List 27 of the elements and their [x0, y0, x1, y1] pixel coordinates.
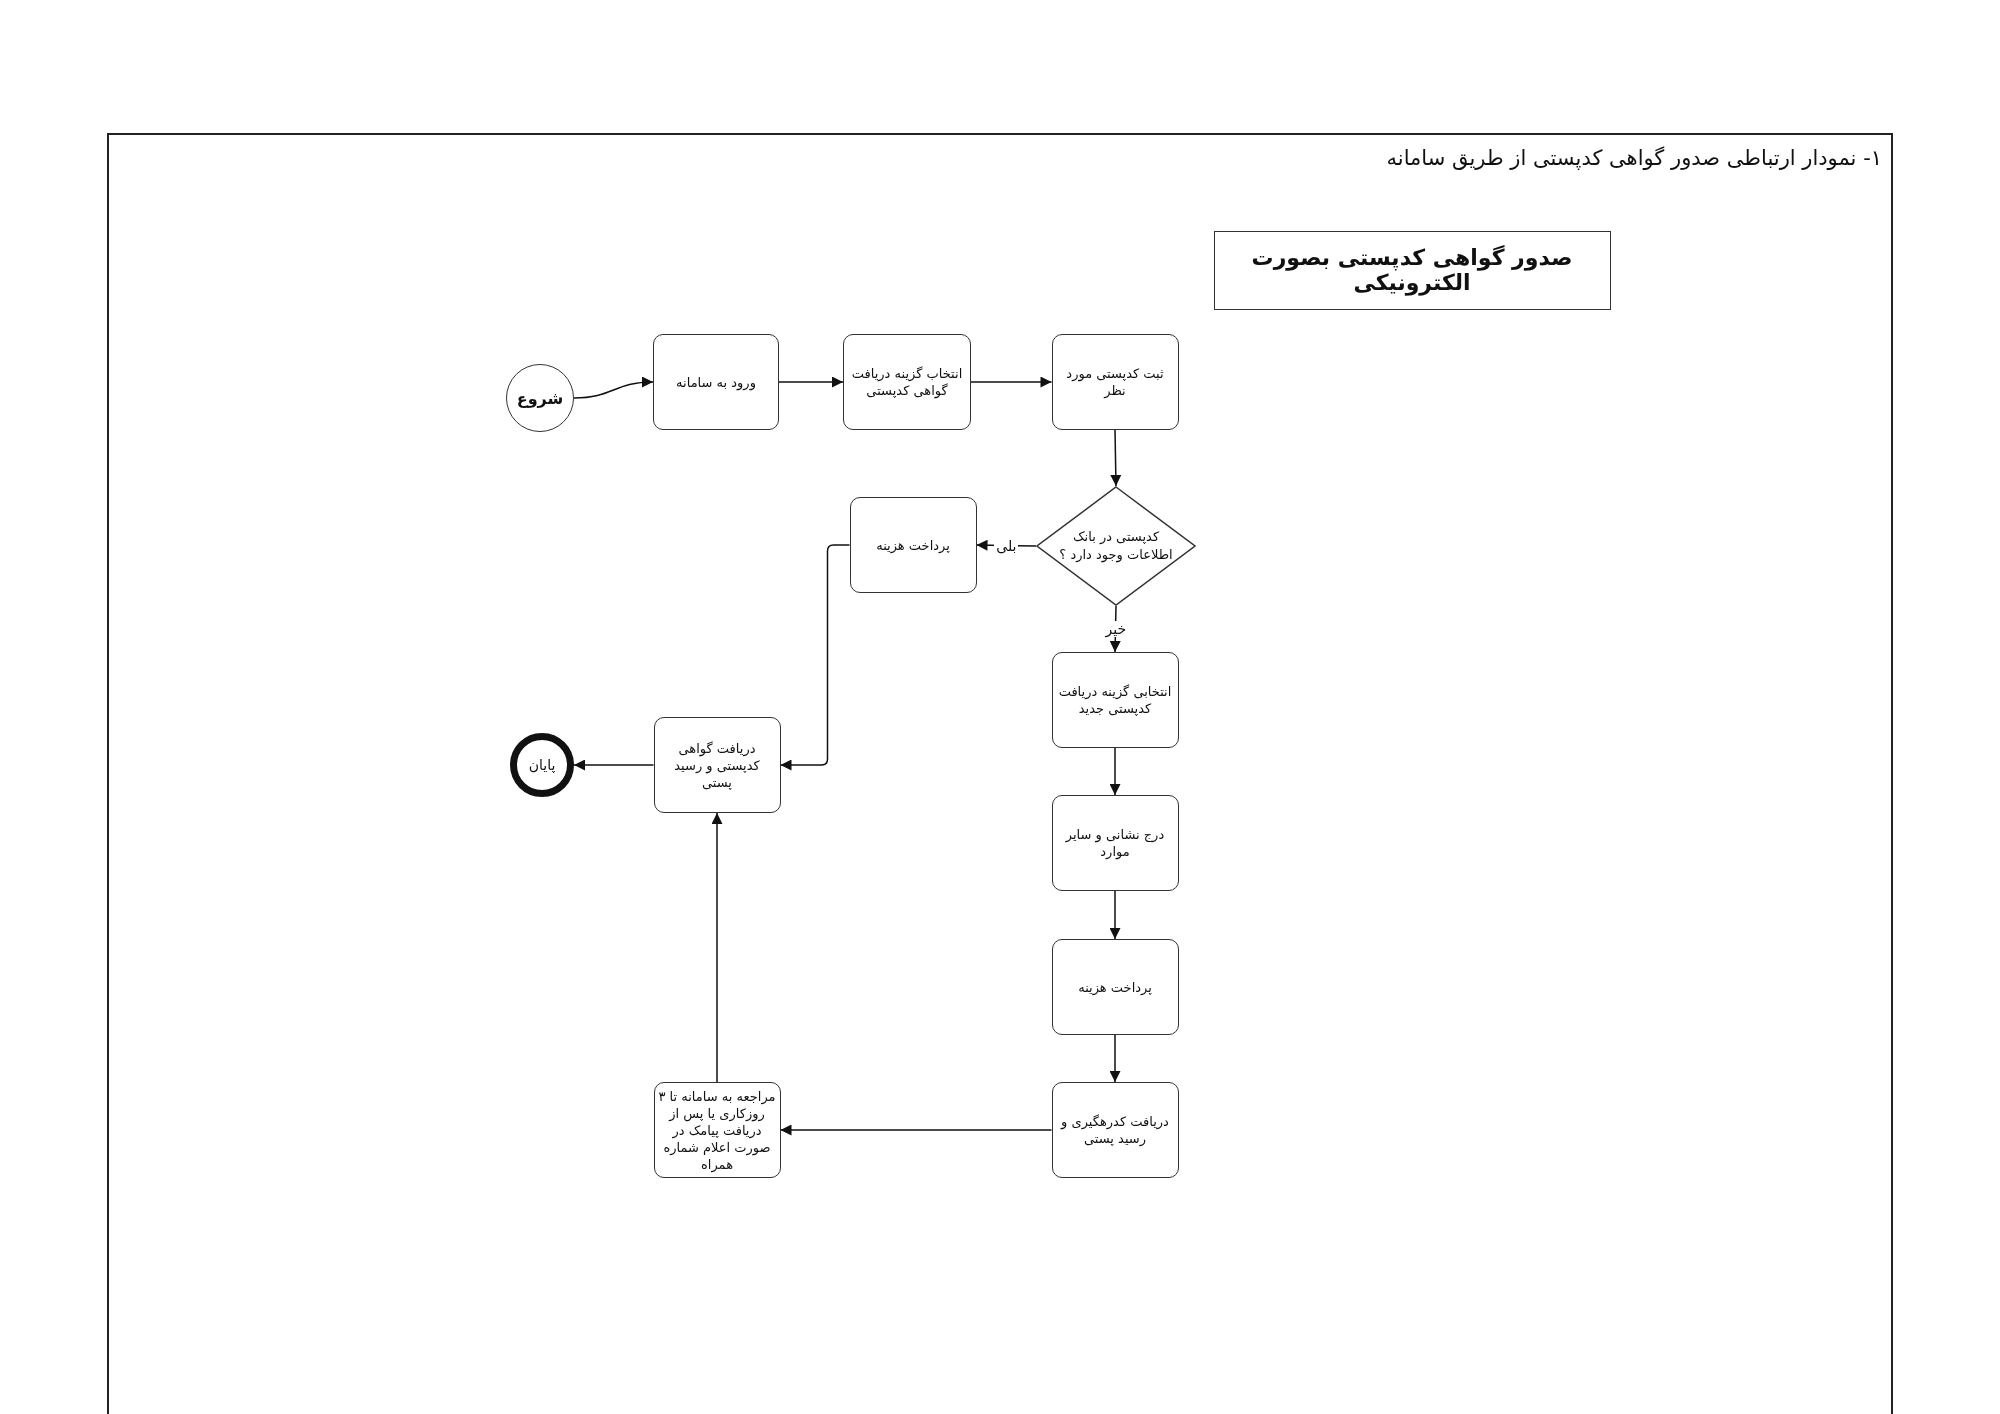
process-box: درج نشانی و سایر موارد [1051, 795, 1179, 891]
arrow [1110, 429, 1122, 487]
heading-box: صدور گواهی کدپستی بصورت الکترونیکی [1213, 230, 1611, 310]
arrow [1109, 890, 1121, 940]
process-box: انتخاب گزینه دریافت گواهی کدپستی [843, 334, 971, 430]
process-box: پرداخت هزینه [1051, 939, 1179, 1035]
process-box: انتخابی گزینه دریافت کدپستی جدید [1051, 652, 1179, 748]
process-box: ثبت کدپستی مورد نظر [1051, 334, 1179, 430]
process-box: دریافت کدرهگیری و رسید پستی [1051, 1082, 1179, 1178]
edge-label: بلی [994, 538, 1019, 554]
process-box: دریافت گواهی کدپستی و رسید پستی [653, 717, 781, 813]
title: ۱- نمودار ارتباطی صدور گواهی کدپستی از طریق سامانه [1386, 145, 1882, 172]
start-circle: شروع [506, 364, 574, 432]
arrow [970, 376, 1053, 388]
process-box: ورود به سامانه [653, 334, 779, 430]
end-circle: پایان [510, 733, 574, 797]
arrow [573, 759, 655, 771]
arrow [573, 376, 654, 399]
arrow [779, 1124, 1053, 1136]
arrow [1109, 747, 1121, 796]
process-box: پرداخت هزینه [849, 497, 977, 593]
arrow [778, 376, 844, 388]
process-box: مراجعه به سامانه تا ۳ روزکاری یا پس از دریافت پیامک در صورت اعلام شماره همراه [653, 1082, 781, 1178]
arrow [711, 812, 723, 1083]
arrow [1109, 1034, 1121, 1083]
edge-label: خیر [1103, 621, 1129, 637]
decision-diamond: کدپستی در بانک اطلاعات وجود دارد ؟ [1036, 486, 1196, 606]
